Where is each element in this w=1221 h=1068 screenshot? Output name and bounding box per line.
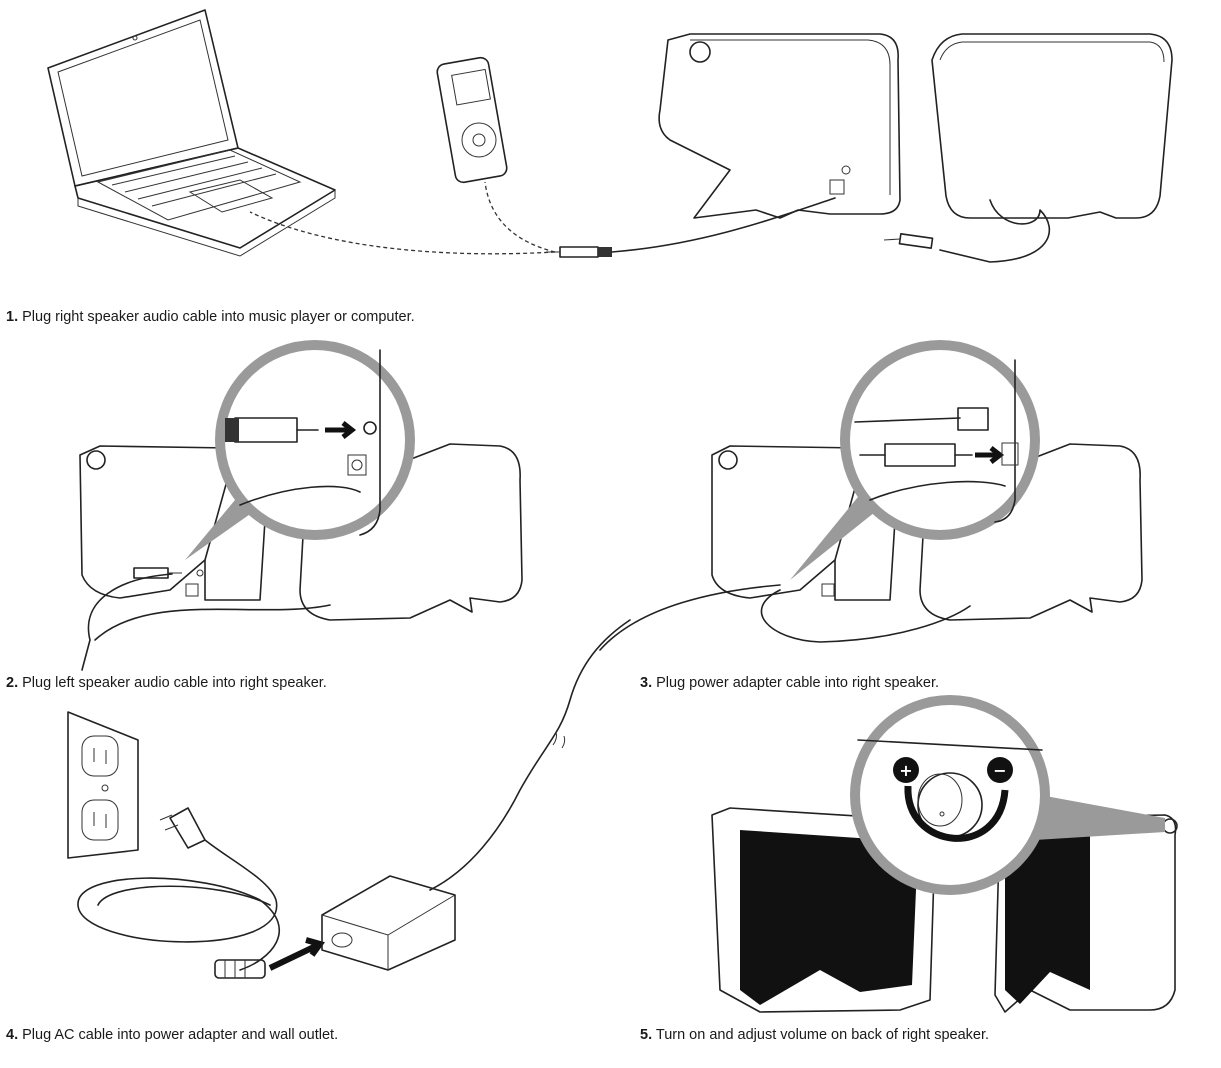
- speaker-cable: [612, 198, 835, 252]
- audio-jack-icon: [884, 234, 933, 248]
- speaker-cable: [82, 574, 172, 670]
- step-number: 2.: [6, 675, 18, 691]
- speaker-cable: [95, 605, 330, 640]
- plug-icon: [78, 808, 279, 970]
- step-text: Plug left speaker audio cable into right…: [22, 675, 327, 691]
- power-cable: [430, 620, 630, 890]
- dashed-connection-line: [485, 182, 555, 252]
- step-text: Plug power adapter cable into right spea…: [656, 675, 939, 691]
- step-text: Turn on and adjust volume on back of rig…: [656, 1027, 989, 1043]
- callout-pointer: [1035, 795, 1165, 840]
- step-2-caption: 2. Plug left speaker audio cable into ri…: [6, 674, 327, 692]
- power-cable: [600, 585, 780, 650]
- audio-jack-icon: [546, 247, 612, 257]
- step-1-caption: 1. Plug right speaker audio cable into m…: [6, 308, 415, 326]
- audio-jack-icon: [134, 568, 182, 578]
- magnified-callout: [220, 345, 410, 535]
- wall-outlet-icon: [68, 712, 138, 858]
- speaker-icon: [659, 34, 900, 218]
- ac-connector-icon: [215, 940, 320, 978]
- magnified-callout: [845, 345, 1035, 535]
- step-number: 1.: [6, 309, 18, 325]
- step-5-caption: 5. Turn on and adjust volume on back of …: [640, 1026, 989, 1044]
- step-3-caption: 3. Plug power adapter cable into right s…: [640, 674, 939, 692]
- step-number: 5.: [640, 1027, 652, 1043]
- music-player-icon: [436, 56, 508, 183]
- speaker-cable: [761, 590, 970, 642]
- volume-callout: + −: [855, 700, 1045, 890]
- step-number: 4.: [6, 1027, 18, 1043]
- laptop-icon: [48, 10, 335, 256]
- dashed-connection-line: [250, 212, 555, 254]
- speaker-cable: [940, 200, 1049, 262]
- power-adapter-icon: [322, 876, 455, 970]
- volume-decrease-symbol: −: [993, 761, 1006, 780]
- step-number: 3.: [640, 675, 652, 691]
- volume-increase-symbol: +: [899, 761, 912, 780]
- step-4-caption: 4. Plug AC cable into power adapter and …: [6, 1026, 338, 1044]
- step-text: Plug right speaker audio cable into musi…: [22, 309, 415, 325]
- speaker-icon: [932, 34, 1172, 218]
- step-text: Plug AC cable into power adapter and wal…: [22, 1027, 338, 1043]
